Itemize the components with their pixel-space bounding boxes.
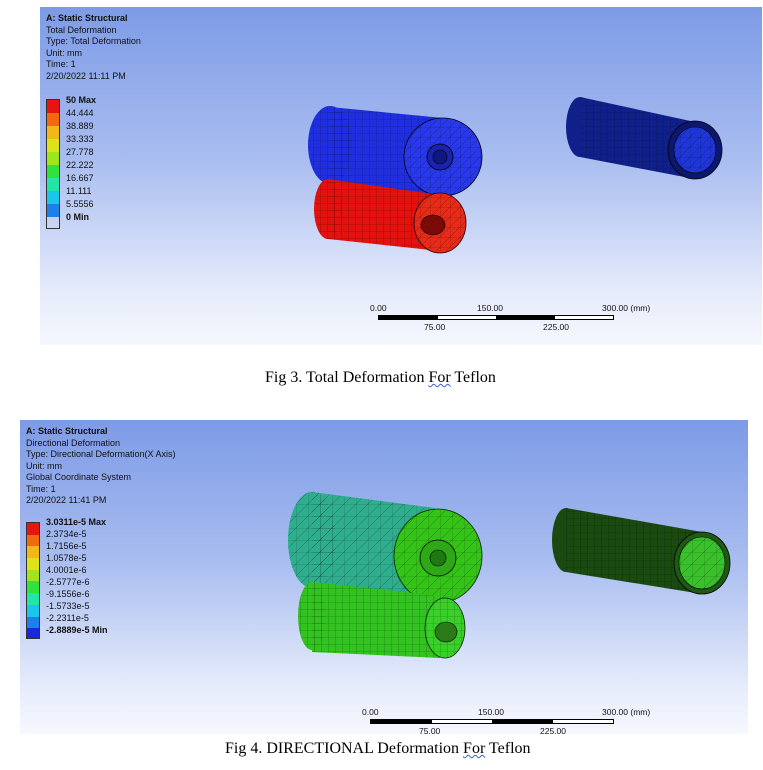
- result-header: A: Static Structural Total Deformation T…: [46, 13, 141, 82]
- scale-segment: [437, 316, 496, 319]
- legend-max-label: 50 Max: [66, 95, 97, 105]
- legend-label: 11.111: [66, 186, 92, 196]
- figure-4-caption: Fig 4. DIRECTIONAL Deformation For Teflo…: [225, 740, 531, 758]
- legend-label: -2.2311e-5: [46, 613, 89, 623]
- scale-label: 0.00: [370, 303, 387, 313]
- analysis-title: A: Static Structural: [46, 13, 128, 23]
- legend-swatch: [47, 113, 59, 126]
- small-roller: [314, 179, 467, 254]
- scale-label: 75.00: [419, 726, 441, 736]
- scale-label: 75.00: [424, 322, 446, 332]
- legend-label: 1.0578e-5: [46, 553, 87, 563]
- legend-swatch: [27, 616, 39, 629]
- legend-swatch: [47, 100, 59, 113]
- legend-swatch: [27, 604, 39, 617]
- result-date: 2/20/2022 11:11 PM: [46, 70, 126, 81]
- legend-swatch: [27, 569, 39, 582]
- legend-swatch: [27, 581, 39, 594]
- result-header: A: Static Structural Directional Deforma…: [26, 426, 176, 507]
- legend-label: 1.7156e-5: [46, 541, 87, 551]
- legend-label: 38.889: [66, 121, 94, 131]
- scale-segments: [370, 719, 614, 724]
- legend-swatch: [27, 558, 39, 570]
- scale-segment: [552, 720, 613, 723]
- legend-swatch: [27, 593, 39, 605]
- result-name: Total Deformation: [46, 24, 117, 35]
- legend-swatch: [27, 628, 39, 639]
- small-roller: [298, 582, 466, 659]
- caption-spellcheck-word: For: [463, 740, 486, 757]
- figure-4-viewport: A: Static Structural Directional Deforma…: [20, 420, 748, 736]
- scale-label: 150.00: [477, 303, 503, 313]
- scale-label: 0.00: [362, 707, 379, 717]
- legend-swatch: [47, 204, 59, 217]
- legend-label: 4.0001e-6: [46, 565, 87, 575]
- scale-segment: [492, 720, 553, 723]
- scale-label: 225.00: [540, 726, 566, 736]
- scale-segments: [378, 315, 614, 320]
- legend-label: 33.333: [66, 134, 94, 144]
- result-time: Time: 1: [46, 59, 76, 69]
- legend-color-bar: [46, 99, 60, 229]
- model-view: [288, 492, 731, 659]
- legend-swatch: [47, 152, 59, 165]
- scale-segment: [431, 720, 492, 723]
- legend-swatch: [27, 534, 39, 547]
- legend-swatch: [47, 178, 59, 191]
- scale-segment: [371, 720, 432, 723]
- legend-color-bar: [26, 522, 40, 639]
- legend-label: 16.667: [66, 173, 94, 183]
- result-name: Directional Deformation: [26, 437, 121, 448]
- hollow-tube: [566, 97, 723, 180]
- hollow-tube: [552, 508, 731, 595]
- legend-swatch: [27, 523, 39, 535]
- legend-label: 44.444: [66, 108, 94, 118]
- result-unit: Unit: mm: [26, 460, 62, 471]
- legend-swatch: [47, 126, 59, 139]
- legend-min-label: 0 Min: [66, 212, 90, 222]
- legend-swatch: [47, 139, 59, 152]
- caption-text: Teflon: [450, 369, 496, 386]
- result-type: Type: Directional Deformation(X Axis): [26, 449, 176, 459]
- legend-label: -9.1556e-6: [46, 589, 90, 599]
- scale-label: 300.00 (mm): [602, 707, 651, 717]
- scale-segment: [554, 316, 613, 319]
- caption-text: Teflon: [485, 740, 531, 757]
- legend-label: 2.3734e-5: [46, 529, 87, 539]
- large-roller: [308, 106, 483, 197]
- analysis-title: A: Static Structural: [26, 426, 108, 436]
- large-roller: [288, 492, 483, 604]
- legend-swatch: [27, 546, 39, 559]
- legend-max-label: 3.0311e-5 Max: [46, 517, 107, 527]
- caption-spellcheck-word: For: [428, 369, 451, 386]
- figure-3-caption: Fig 3. Total Deformation For Teflon: [265, 369, 496, 387]
- legend-label: -2.5777e-6: [46, 577, 90, 587]
- legend-swatch: [47, 165, 59, 178]
- legend-label: 27.778: [66, 147, 94, 157]
- result-coordinate-system: Global Coordinate System: [26, 472, 132, 482]
- result-type: Type: Total Deformation: [46, 36, 141, 46]
- caption-text: Fig 4. DIRECTIONAL Deformation: [225, 740, 464, 757]
- scale-label: 150.00: [478, 707, 504, 717]
- legend-label: 5.5556: [66, 199, 94, 209]
- figure-3-viewport: A: Static Structural Total Deformation T…: [40, 7, 762, 345]
- caption-text: Fig 3. Total Deformation: [265, 369, 429, 386]
- legend-min-label: -2.8889e-5 Min: [46, 625, 108, 635]
- scale-label: 300.00 (mm): [602, 303, 651, 313]
- legend-label: -1.5733e-5: [46, 601, 90, 611]
- scale-segment: [379, 316, 438, 319]
- result-unit: Unit: mm: [46, 47, 82, 58]
- legend-label: 22.222: [66, 160, 94, 170]
- result-date: 2/20/2022 11:41 PM: [26, 495, 107, 505]
- model-view: [308, 97, 723, 254]
- scale-segment: [496, 316, 555, 319]
- result-time: Time: 1: [26, 483, 56, 494]
- legend-swatch: [47, 191, 59, 204]
- scale-label: 225.00: [543, 322, 569, 332]
